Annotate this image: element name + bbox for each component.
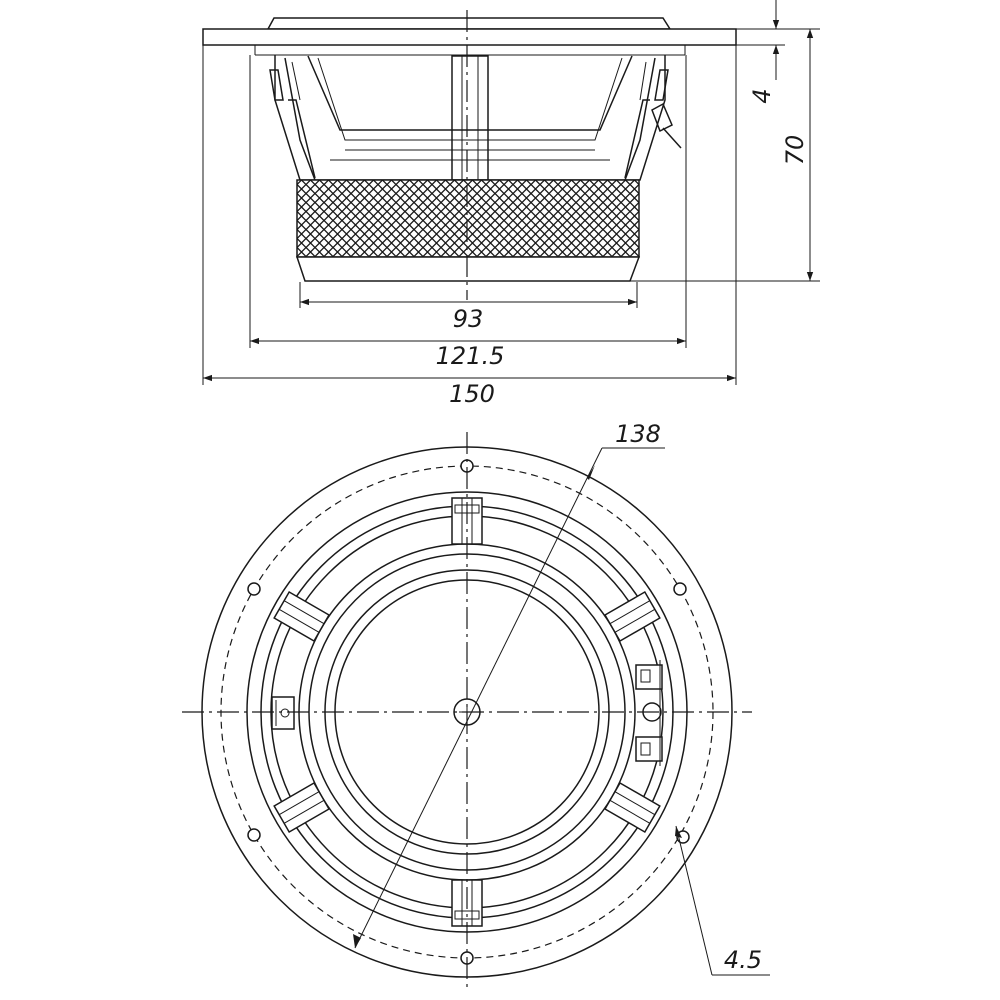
mounting-hole [247, 582, 261, 596]
flange-top-ring [266, 17, 672, 30]
dim-line-138 [354, 447, 603, 949]
terminal-block [651, 102, 673, 133]
back-plate [295, 256, 641, 282]
dim-label-138: 138 [615, 420, 661, 448]
flange-plate [202, 28, 737, 46]
dim-label-4: 4 [748, 88, 776, 103]
dim-label-121-5: 121.5 [436, 342, 505, 370]
front-view: 138 4.5 [182, 420, 770, 992]
terminal-assembly [635, 660, 663, 766]
mounting-hole [247, 828, 261, 842]
dim-line-4-5 [675, 825, 713, 976]
dim-label-70: 70 [781, 135, 809, 166]
basket [269, 55, 682, 181]
terminal-positive [635, 664, 663, 690]
dim-label-93: 93 [453, 305, 484, 333]
magnet-mesh [296, 179, 640, 258]
dim-label-4-5: 4.5 [724, 946, 762, 974]
terminal-negative [635, 736, 663, 762]
mounting-hole [673, 582, 687, 596]
side-view: 93 121.5 150 4 70 [202, 0, 820, 408]
terminal-wire [662, 127, 682, 149]
left-mounting-tab [271, 696, 295, 730]
dim-label-150: 150 [449, 380, 495, 408]
